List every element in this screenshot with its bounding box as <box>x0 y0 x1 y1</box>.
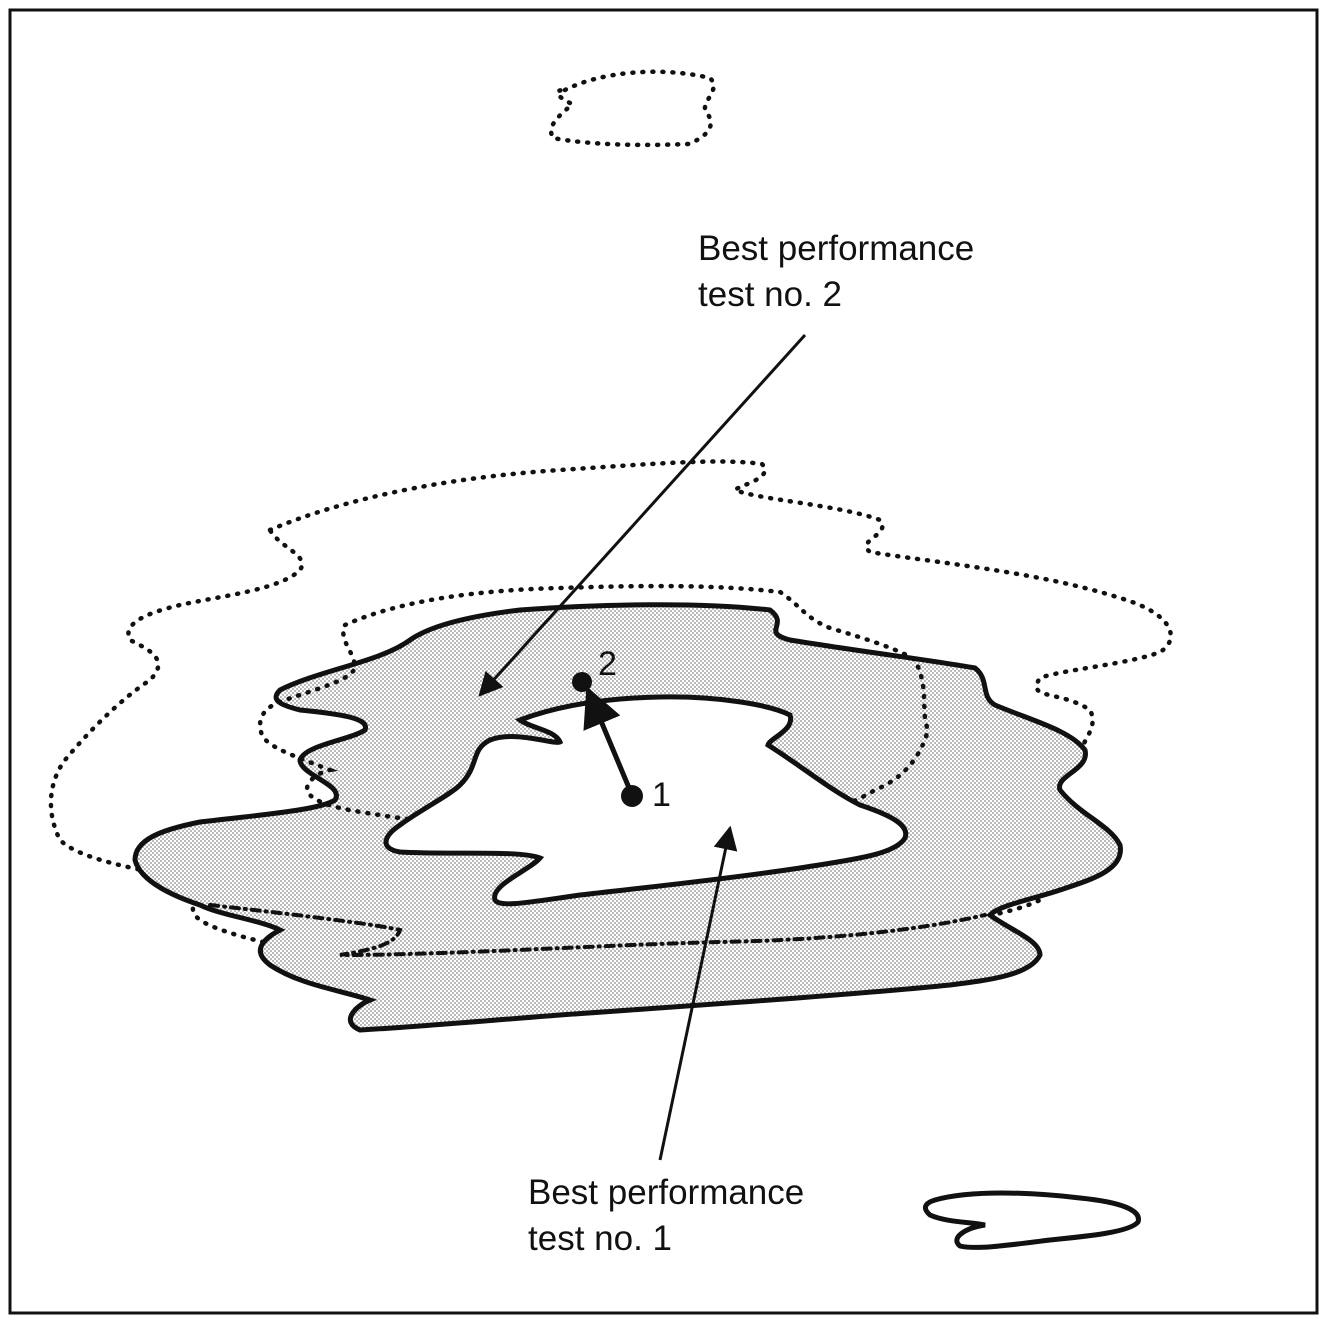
point-2-marker <box>572 672 592 692</box>
label-test-1: Best performance test no. 1 <box>528 1170 804 1262</box>
point-1-label: 1 <box>652 776 671 814</box>
label-test-2: Best performance test no. 2 <box>698 226 974 318</box>
solid-contour-bottom-island <box>922 1190 1141 1250</box>
dashed-contour-lower <box>208 903 987 957</box>
label-test-1-line-2: test no. 1 <box>528 1219 672 1258</box>
dotted-contour-top-island <box>548 69 716 148</box>
arrow-test-1 <box>658 825 738 1161</box>
label-test-1-line-1: Best performance <box>528 1173 805 1212</box>
inner-solid-contour <box>383 694 909 907</box>
label-test-2-line-2: test no. 2 <box>698 275 842 314</box>
point-2-label: 2 <box>598 645 617 683</box>
label-test-2-line-1: Best performance <box>698 229 975 268</box>
dotted-contour-outer <box>48 459 1173 954</box>
arrow-test-2 <box>478 333 807 697</box>
arrow-point-1-to-2 <box>583 686 635 796</box>
point-1-marker <box>621 785 643 807</box>
